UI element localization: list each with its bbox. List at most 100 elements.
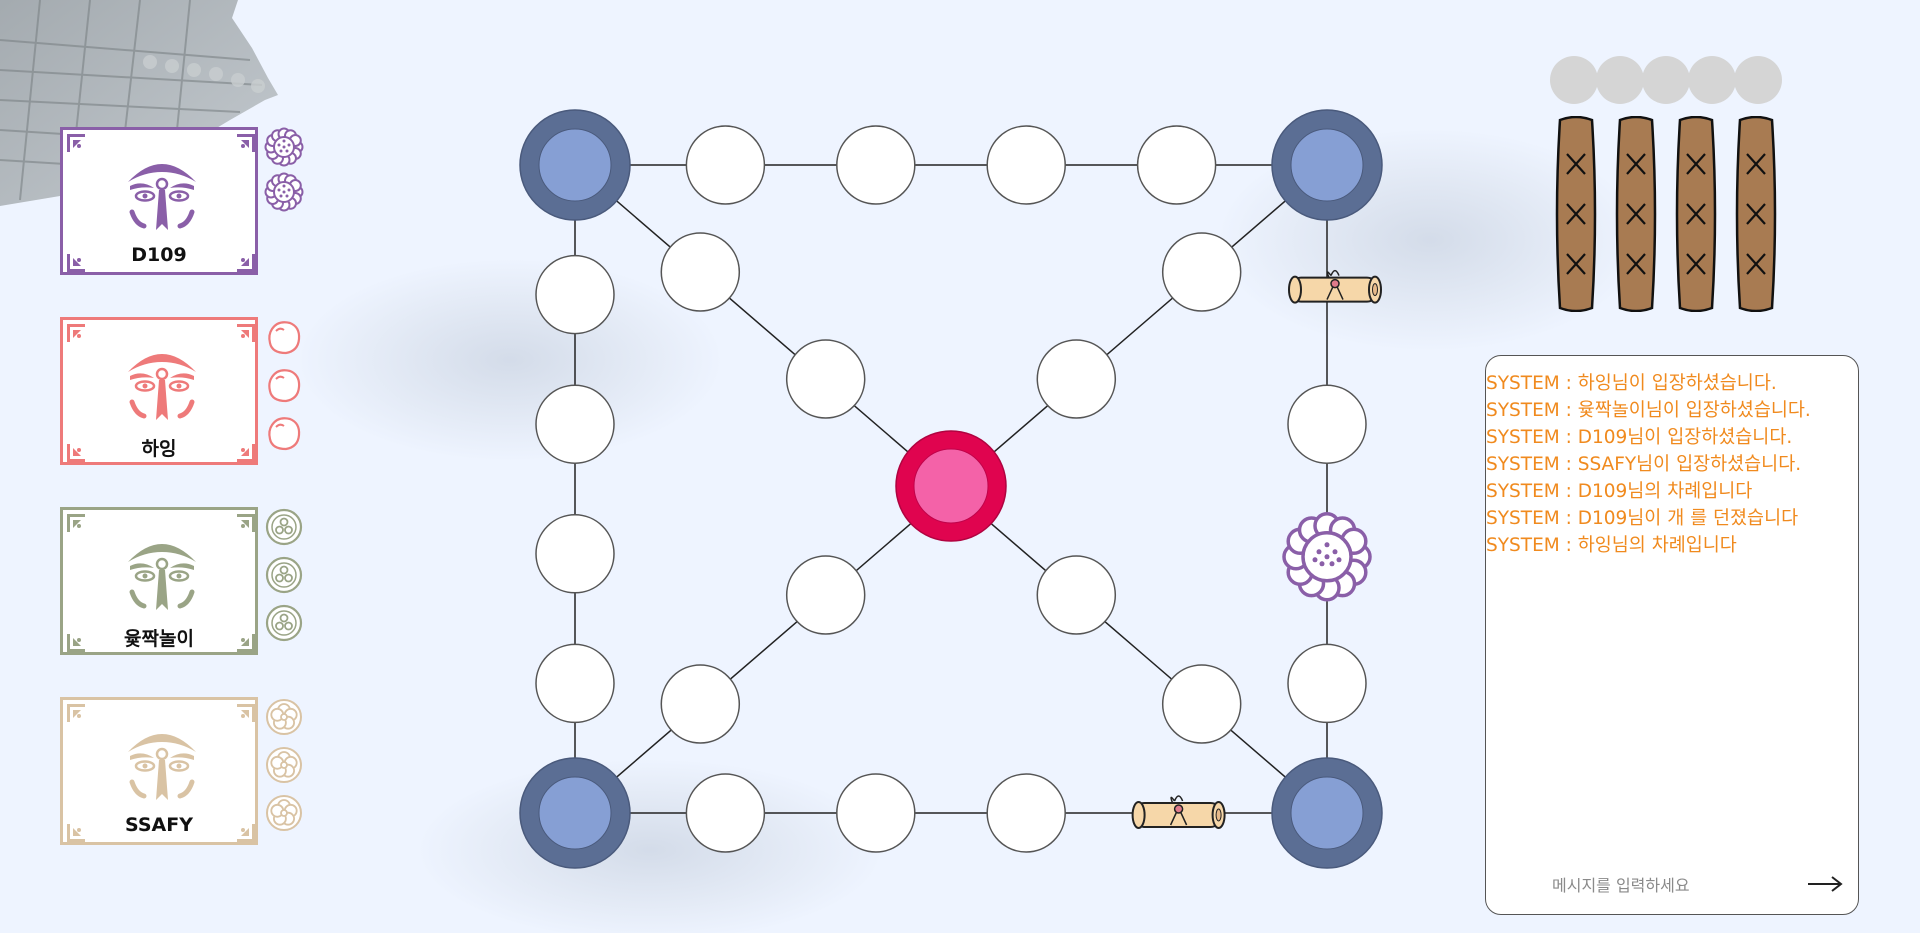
board-spot[interactable] (836, 125, 916, 205)
dumpling-token-icon[interactable] (264, 365, 304, 405)
yut-throw-area[interactable] (1548, 52, 1788, 322)
player-name: SSAFY (125, 814, 193, 836)
flower-token-icon[interactable] (264, 172, 304, 212)
chat-message: SYSTEM : D109님이 개 를 던졌습니다 (1486, 508, 1799, 529)
blossom-token-icon[interactable] (264, 697, 304, 737)
triskele-token-icon[interactable] (264, 555, 304, 595)
yut-stick[interactable] (1672, 116, 1720, 312)
yut-board (519, 109, 1383, 869)
corner-ornament-icon (65, 512, 87, 534)
corner-ornament-icon (235, 822, 257, 844)
triskele-token-icon[interactable] (264, 603, 304, 643)
board-spot[interactable] (685, 125, 766, 205)
yut-stick[interactable] (1552, 116, 1600, 312)
chat-message: SYSTEM : D109님이 입장하셨습니다. (1486, 427, 1793, 448)
triskele-token-icon[interactable] (264, 507, 304, 547)
board-spot[interactable] (1161, 664, 1242, 744)
arrow-right-icon[interactable] (1804, 870, 1846, 898)
scroll-icon[interactable] (1131, 795, 1226, 829)
player-name: 윷짝놀이 (124, 628, 194, 650)
board-spot[interactable] (785, 555, 866, 635)
board-spot[interactable] (535, 254, 615, 335)
player-card: 윷짝놀이 (60, 507, 258, 655)
corner-ornament-icon (65, 322, 87, 344)
scroll-icon[interactable] (1288, 269, 1382, 304)
player-card: SSAFY (60, 697, 258, 845)
hahoe-mask-avatar (122, 342, 202, 424)
cloud-decoration (420, 760, 880, 933)
player-card: 하잉 (60, 317, 258, 465)
cloud-decoration (300, 260, 720, 460)
board-spot[interactable] (660, 232, 741, 312)
corner-ornament-icon (65, 132, 87, 154)
hahoe-mask-avatar (122, 722, 202, 804)
board-spot[interactable] (986, 125, 1066, 205)
board-spot[interactable] (535, 643, 615, 724)
player-card: D109 (60, 127, 258, 275)
board-spot[interactable] (836, 773, 916, 853)
blossom-token-icon[interactable] (264, 745, 304, 785)
chat-message: SYSTEM : D109님의 차례입니다 (1486, 481, 1753, 502)
flower-piece-icon[interactable] (1282, 512, 1372, 602)
corner-ornament-icon (65, 822, 87, 844)
board-spot[interactable] (986, 773, 1066, 853)
dumpling-token-icon[interactable] (264, 413, 304, 453)
x-mark-icon (1626, 203, 1646, 225)
chat-log[interactable]: SYSTEM : 하잉님이 입장하셨습니다. SYSTEM : 윷짝놀이님이 입장… (1486, 370, 1836, 559)
board-spot[interactable] (1161, 232, 1242, 312)
x-mark-icon (1746, 153, 1766, 175)
board-spot[interactable] (1036, 555, 1117, 635)
x-mark-icon (1686, 253, 1706, 275)
corner-ornament-icon (65, 442, 87, 464)
corner-ornament-icon (65, 632, 87, 654)
x-mark-icon (1686, 203, 1706, 225)
corner-spot-inner (538, 128, 612, 202)
step-indicator-dot (1596, 56, 1644, 104)
corner-ornament-icon (235, 252, 257, 274)
blossom-token-icon[interactable] (264, 793, 304, 833)
board-spots (535, 125, 1367, 853)
corner-ornament-icon (235, 512, 257, 534)
hahoe-mask-avatar (122, 152, 202, 234)
x-mark-icon (1746, 203, 1766, 225)
hahoe-mask-avatar (122, 532, 202, 614)
x-mark-icon (1626, 153, 1646, 175)
player-name: D109 (131, 244, 187, 266)
step-indicator-dot (1550, 56, 1598, 104)
board-spot[interactable] (535, 384, 615, 464)
step-indicator-dot (1642, 56, 1690, 104)
corner-ornament-icon (235, 132, 257, 154)
chat-message: SYSTEM : 하잉님의 차례입니다 (1486, 535, 1737, 556)
chat-message: SYSTEM : 윷짝놀이님이 입장하셨습니다. (1486, 400, 1811, 421)
flower-token-icon[interactable] (264, 127, 304, 167)
chat-panel: SYSTEM : 하잉님이 입장하셨습니다. SYSTEM : 윷짝놀이님이 입장… (1485, 355, 1859, 915)
board-spot[interactable] (660, 664, 741, 744)
corner-spot-inner (538, 776, 612, 850)
board-spot[interactable] (1287, 384, 1367, 464)
corner-spot-inner (1290, 128, 1364, 202)
corner-ornament-icon (235, 702, 257, 724)
chat-message: SYSTEM : 하잉님이 입장하셨습니다. (1486, 373, 1777, 394)
x-mark-icon (1746, 253, 1766, 275)
x-mark-icon (1626, 253, 1646, 275)
chat-input[interactable] (1550, 870, 1774, 900)
board-spot[interactable] (1136, 125, 1217, 205)
dumpling-token-icon[interactable] (264, 317, 304, 357)
board-spot[interactable] (1036, 339, 1117, 419)
board-spot[interactable] (785, 339, 866, 419)
board-spot[interactable] (535, 514, 615, 594)
corner-ornament-icon (235, 632, 257, 654)
yut-stick[interactable] (1732, 116, 1780, 312)
corner-ornament-icon (235, 442, 257, 464)
chat-message: SYSTEM : SSAFY님이 입장하셨습니다. (1486, 454, 1802, 475)
x-mark-icon (1566, 203, 1586, 225)
board-spot[interactable] (685, 773, 766, 853)
step-indicator-dot (1688, 56, 1736, 104)
x-mark-icon (1686, 153, 1706, 175)
center-spot-inner (913, 448, 989, 524)
player-name: 하잉 (141, 438, 177, 460)
step-indicator-dot (1734, 56, 1782, 104)
board-spot[interactable] (1287, 643, 1367, 724)
yut-stick[interactable] (1612, 116, 1660, 312)
